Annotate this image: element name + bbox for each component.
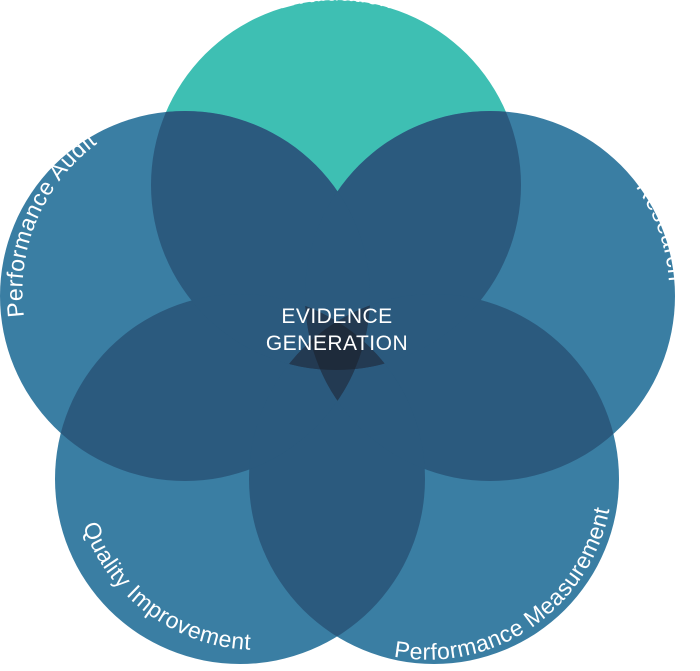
triple-overlap-regions — [249, 294, 425, 481]
center-label-line1: EVIDENCE — [281, 305, 392, 328]
center-label-line2: GENERATION — [266, 332, 408, 355]
overlap-performance-measurement-performance-audit — [249, 294, 370, 481]
